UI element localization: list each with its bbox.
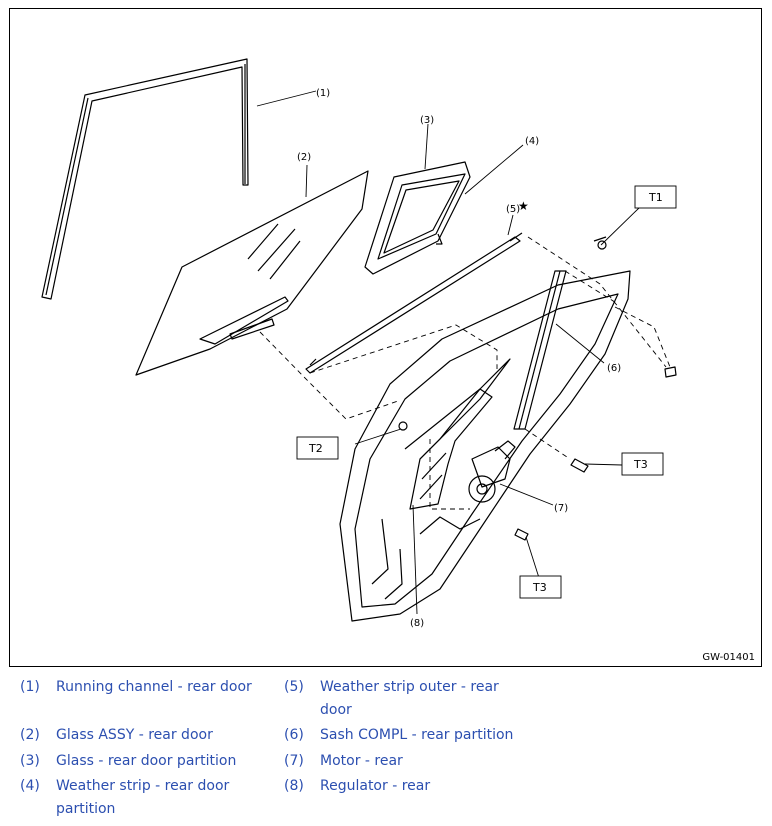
torque-label-t1: T1 (648, 191, 663, 204)
legend-text: Glass ASSY - rear door (56, 727, 213, 743)
callout-2: (2) (297, 152, 311, 163)
legend-text: Weather strip - rear door partition (56, 778, 230, 817)
legend-number: (4) (20, 778, 40, 794)
callout-3: (3) (420, 115, 434, 126)
callout-6: (6) (607, 363, 621, 374)
callout-4: (4) (525, 136, 539, 147)
glass-assy-part (135, 170, 369, 376)
figure-code: GW-01401 (702, 652, 755, 663)
legend-text: Weather strip outer - rear door (320, 679, 499, 718)
legend-number: (6) (284, 727, 304, 743)
diagram-drawing: (1) (2) (3) (4) (5) ★ (6) (7) (8) T1 T2 … (41, 58, 677, 629)
torque-label-t3-bottom: T3 (532, 581, 547, 594)
legend-text: Running channel - rear door (56, 679, 252, 695)
torque-box-t3-right (621, 452, 664, 476)
regulator-part (409, 388, 493, 510)
legend-number: (3) (20, 753, 40, 769)
torque-label-t3-right: T3 (633, 458, 648, 471)
legend-number: (7) (284, 753, 304, 769)
legend-text: Sash COMPL - rear partition (320, 727, 514, 743)
torque-box-t3-bottom (519, 575, 562, 599)
star-mark: ★ (518, 199, 529, 213)
callout-1: (1) (316, 88, 330, 99)
legend-number: (1) (20, 679, 40, 695)
torque-box-t2 (296, 436, 339, 460)
torque-label-t2: T2 (308, 442, 323, 455)
legend-text: Motor - rear (320, 753, 403, 769)
exploded-diagram: (1) (2) (3) (4) (5) ★ (6) (7) (8) T1 T2 … (9, 8, 762, 667)
door-panel-part (339, 270, 631, 622)
legend-text: Regulator - rear (320, 778, 431, 794)
legend-number: (8) (284, 778, 304, 794)
weather-strip-part (305, 236, 521, 374)
torque-box-t1 (634, 185, 677, 209)
running-channel-part (41, 58, 249, 300)
sash-part (513, 270, 567, 430)
motor-part (471, 446, 511, 488)
callout-7: (7) (554, 503, 568, 514)
legend-number: (2) (20, 727, 40, 743)
legend-number: (5) (284, 679, 304, 695)
callout-8: (8) (410, 618, 424, 629)
legend-text: Glass - rear door partition (56, 753, 237, 769)
callout-5: (5) (506, 204, 520, 215)
partition-glass-part (364, 161, 471, 275)
